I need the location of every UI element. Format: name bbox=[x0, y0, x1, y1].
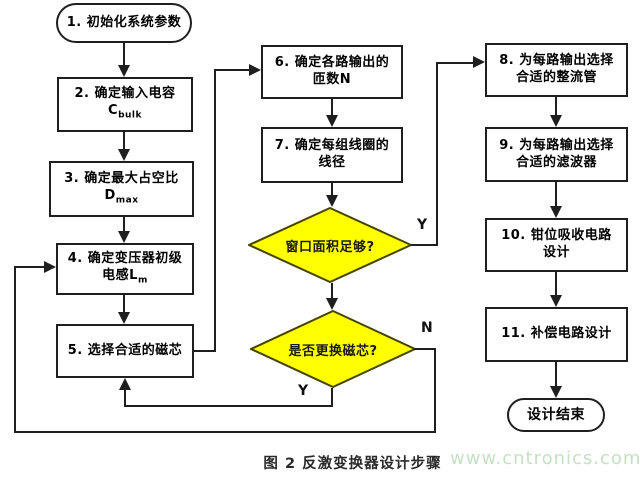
decision-window-area-yes-label: Y bbox=[417, 217, 428, 233]
edge-s5-s6-seg2 bbox=[214, 70, 216, 352]
step-9-filter-node: 9. 为每路输出选择 合适的滤波器 bbox=[485, 127, 628, 182]
watermark-text: www.cntronics.com bbox=[450, 448, 640, 469]
edge-s8-s9-line bbox=[555, 97, 557, 116]
edge-d1-d2-line bbox=[331, 283, 333, 299]
edge-d1-d2-arrow bbox=[326, 298, 338, 310]
decision-window-area-node: 窗口面积足够? bbox=[248, 207, 412, 283]
edge-d2-s4-arrow bbox=[44, 261, 56, 273]
edge-d2-s5-seg3 bbox=[124, 389, 126, 406]
step-10-clamp-snubber-node: 10. 钳位吸收电路 设计 bbox=[485, 218, 628, 272]
edge-s9-s10-arrow bbox=[550, 206, 562, 218]
edge-d1-s8-seg1 bbox=[411, 244, 438, 246]
step-7-line2: 线径 bbox=[318, 155, 346, 170]
step-7-line1: 7. 确定每组线圈的 bbox=[274, 138, 390, 154]
step-5-select-core-node: 5. 选择合适的磁芯 bbox=[56, 324, 194, 378]
step-5-label: 5. 选择合适的磁芯 bbox=[67, 342, 183, 358]
edge-d2-s4-seg2 bbox=[434, 348, 436, 433]
edge-s2-s3-arrow bbox=[118, 149, 130, 161]
step-6-turns-node: 6. 确定各路输出的 匝数N bbox=[261, 45, 403, 99]
edge-d2-s5-seg2 bbox=[124, 405, 333, 407]
edge-s6-s7-arrow bbox=[326, 115, 338, 127]
figure-caption: 图 2 反激变换器设计步骤 bbox=[263, 456, 442, 472]
step-4-line2: 电感Lm bbox=[102, 268, 148, 287]
step-2-line2: Cbulk bbox=[108, 103, 142, 122]
step-2-line1: 2. 确定输入电容 bbox=[74, 86, 176, 102]
edge-d2-s5-arrow bbox=[119, 378, 131, 390]
end-node: 设计结束 bbox=[507, 398, 605, 432]
step-3-line1: 3. 确定最大占空比 bbox=[64, 170, 179, 186]
decision-change-core-yes-label: Y bbox=[298, 383, 309, 399]
decision-change-core-shape bbox=[250, 310, 416, 388]
step-11-compensation-node: 11. 补偿电路设计 bbox=[485, 307, 628, 362]
decision-change-core-no-label: N bbox=[421, 320, 433, 336]
step-7-wire-diameter-node: 7. 确定每组线圈的 线径 bbox=[261, 127, 403, 183]
start-label: 1. 初始化系统参数 bbox=[66, 14, 182, 30]
edge-s5-s6-seg3 bbox=[214, 69, 249, 71]
decision-window-area-diamond bbox=[248, 207, 412, 283]
edge-s10-s11-line bbox=[555, 272, 557, 296]
decision-change-core-node: 是否更换磁芯? bbox=[250, 310, 416, 388]
edge-s3-s4-arrow bbox=[118, 231, 130, 243]
step-10-line2: 设计 bbox=[542, 245, 570, 260]
step-3-subscript: max bbox=[115, 195, 139, 206]
step-6-line2: 匝数N bbox=[312, 72, 352, 87]
edge-s3-s4-line bbox=[123, 217, 125, 232]
edge-d2-s4-seg4 bbox=[14, 267, 16, 433]
edge-d2-s5-seg1 bbox=[331, 388, 333, 407]
step-2-input-capacitor-node: 2. 确定输入电容 Cbulk bbox=[57, 77, 193, 132]
edge-s7-d1-arrow bbox=[326, 195, 338, 207]
edge-s8-s9-arrow bbox=[550, 115, 562, 127]
step-8-rectifier-node: 8. 为每路输出选择 合适的整流管 bbox=[485, 43, 628, 97]
step-4-line1: 4. 确定变压器初级 bbox=[67, 250, 183, 266]
step-8-line1: 8. 为每路输出选择 bbox=[499, 53, 614, 69]
decision-window-area-label: 窗口面积足够? bbox=[285, 239, 375, 255]
edge-d2-s4-seg3 bbox=[14, 431, 436, 433]
decision-change-core-diamond bbox=[250, 310, 416, 388]
edge-d1-s8-arrow bbox=[473, 56, 485, 68]
decision-window-area-shape bbox=[248, 207, 412, 283]
edge-d2-s4-seg5 bbox=[14, 266, 45, 268]
step-3-symbol: D bbox=[104, 187, 116, 203]
step-11-label: 11. 补偿电路设计 bbox=[501, 326, 612, 342]
step-4-symbol: 电感L bbox=[102, 267, 138, 283]
edge-d2-s4-seg1 bbox=[414, 348, 436, 350]
step-3-line2: Dmax bbox=[104, 188, 138, 207]
edge-start-s2-arrow bbox=[118, 65, 130, 77]
step-3-max-duty-node: 3. 确定最大占空比 Dmax bbox=[49, 161, 194, 217]
decision-change-core-label: 是否更换磁芯? bbox=[288, 343, 378, 359]
step-2-symbol: C bbox=[108, 103, 119, 119]
step-4-primary-inductance-node: 4. 确定变压器初级 电感Lm bbox=[56, 243, 194, 295]
edge-s11-end-line bbox=[555, 362, 557, 387]
edge-s4-s5-line bbox=[123, 295, 125, 313]
edge-s7-d1-line bbox=[331, 183, 333, 196]
edge-d1-s8-seg3 bbox=[436, 62, 473, 64]
edge-s6-s7-line bbox=[331, 99, 333, 116]
step-10-line1: 10. 钳位吸收电路 bbox=[501, 228, 612, 244]
edge-s9-s10-line bbox=[555, 182, 557, 207]
edge-d1-s8-seg2 bbox=[436, 62, 438, 246]
edge-s5-s6-arrow bbox=[249, 64, 261, 76]
step-9-line1: 9. 为每路输出选择 bbox=[499, 137, 614, 153]
edge-s11-end-arrow bbox=[550, 386, 562, 398]
step-9-line2: 合适的滤波器 bbox=[515, 154, 597, 170]
edge-s2-s3-line bbox=[123, 132, 125, 150]
step-6-line1: 6. 确定各路输出的 bbox=[274, 55, 390, 71]
end-label: 设计结束 bbox=[527, 406, 585, 423]
edge-s4-s5-arrow bbox=[118, 312, 130, 324]
edge-start-s2-line bbox=[123, 43, 125, 66]
step-2-subscript: bulk bbox=[118, 110, 142, 121]
edge-s5-s6-seg1 bbox=[194, 350, 216, 352]
step-8-line2: 合适的整流管 bbox=[515, 70, 597, 85]
edge-s10-s11-arrow bbox=[550, 295, 562, 307]
step-4-subscript: m bbox=[137, 275, 148, 286]
start-node: 1. 初始化系统参数 bbox=[56, 3, 192, 43]
